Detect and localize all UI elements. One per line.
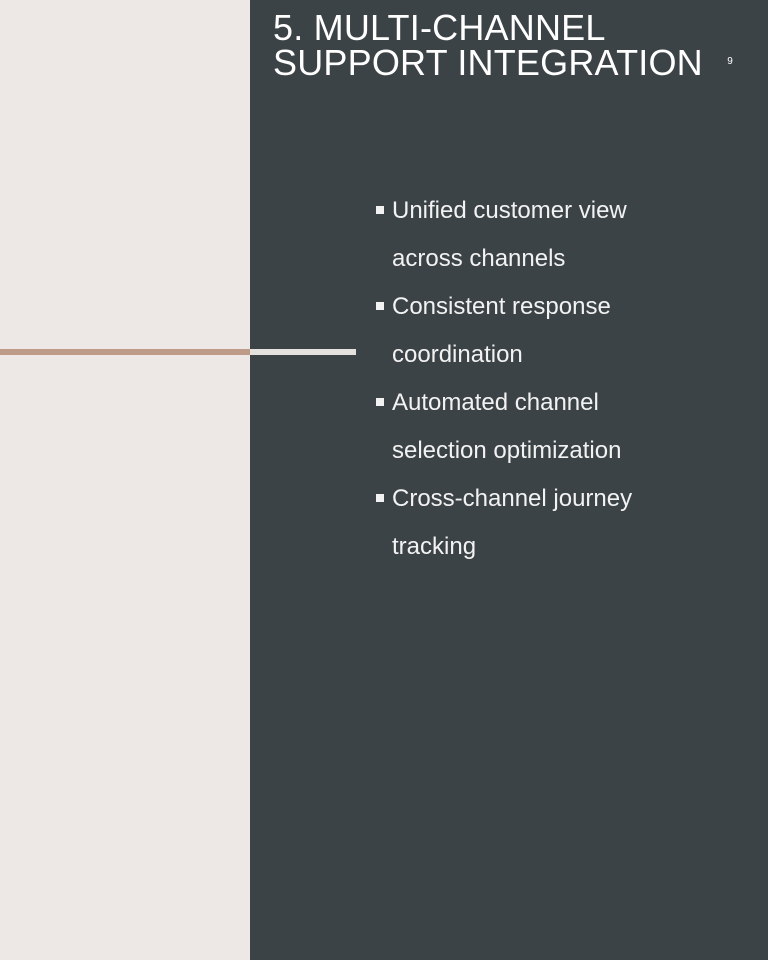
bullet-text-line-1: Consistent response [392, 293, 611, 320]
bullet-list: Unified customer view across channels Co… [376, 187, 676, 571]
accent-line-left [0, 349, 250, 355]
square-bullet-icon [376, 206, 384, 214]
bullet-text-line-2: selection optimization [392, 437, 622, 464]
bullet-item: Consistent response coordination [376, 283, 676, 379]
slide-title-line-2: SUPPORT INTEGRATION [273, 42, 703, 83]
right-panel [250, 0, 768, 960]
bullet-item: Automated channel selection optimization [376, 379, 676, 475]
bullet-text-line-2: tracking [392, 533, 477, 560]
bullet-text-line-1: Unified customer view [392, 197, 627, 224]
bullet-item: Unified customer view across channels [376, 187, 676, 283]
accent-line-right [250, 349, 356, 355]
slide-title: 5. MULTI-CHANNEL SUPPORT INTEGRATION [273, 7, 723, 83]
left-panel [0, 0, 250, 960]
square-bullet-icon [376, 302, 384, 310]
slide-title-line-1: 5. MULTI-CHANNEL [273, 7, 606, 48]
bullet-text-line-2: coordination [392, 341, 523, 368]
bullet-text-line-2: across channels [392, 245, 566, 272]
square-bullet-icon [376, 494, 384, 502]
square-bullet-icon [376, 398, 384, 406]
bullet-text-line-1: Cross-channel journey [392, 485, 633, 512]
page-number: 9 [727, 56, 733, 67]
bullet-item: Cross-channel journey tracking [376, 475, 676, 571]
bullet-text-line-1: Automated channel [392, 389, 599, 416]
